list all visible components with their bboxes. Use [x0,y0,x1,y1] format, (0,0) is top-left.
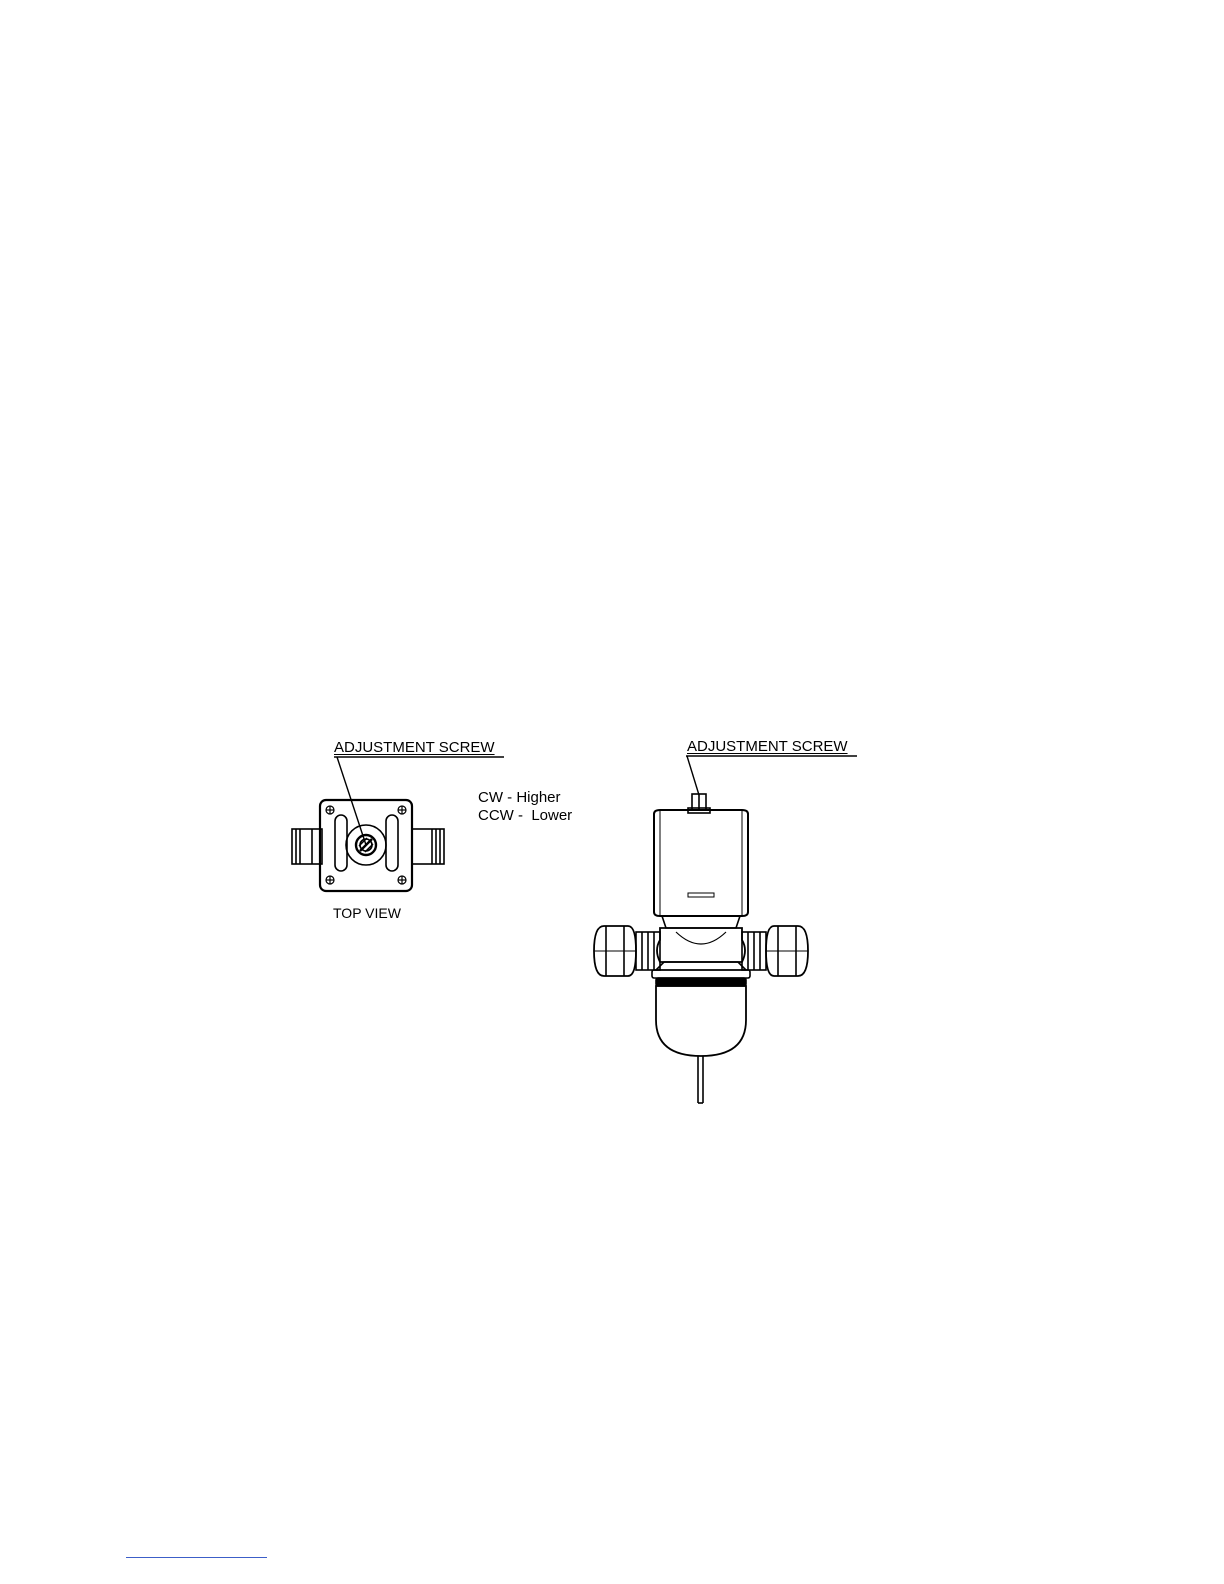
cw-direction-label: CW - Higher [478,789,561,807]
left-union-nut [594,926,660,976]
side-view-figure [594,756,857,1103]
bonnet-housing [654,810,748,916]
valve-body [657,928,745,962]
left-adjustment-screw-label: ADJUSTMENT SCREW [334,739,495,757]
right-pipe-fitting [412,829,444,864]
top-view-figure [292,757,504,891]
top-view-caption: TOP VIEW [333,904,401,922]
bellows-flange [652,962,750,986]
footnote-rule [126,1557,267,1558]
right-slot [386,815,398,871]
bonnet-base [662,916,740,928]
ccw-direction-label: CCW - Lower [478,807,572,825]
right-union-nut [742,926,808,976]
right-leader-line [686,756,857,795]
capillary-tube [698,1056,703,1103]
left-pipe-fitting [292,829,322,864]
right-adjustment-screw-label: ADJUSTMENT SCREW [687,738,848,756]
left-slot [335,815,347,871]
bellows-can [656,986,746,1056]
